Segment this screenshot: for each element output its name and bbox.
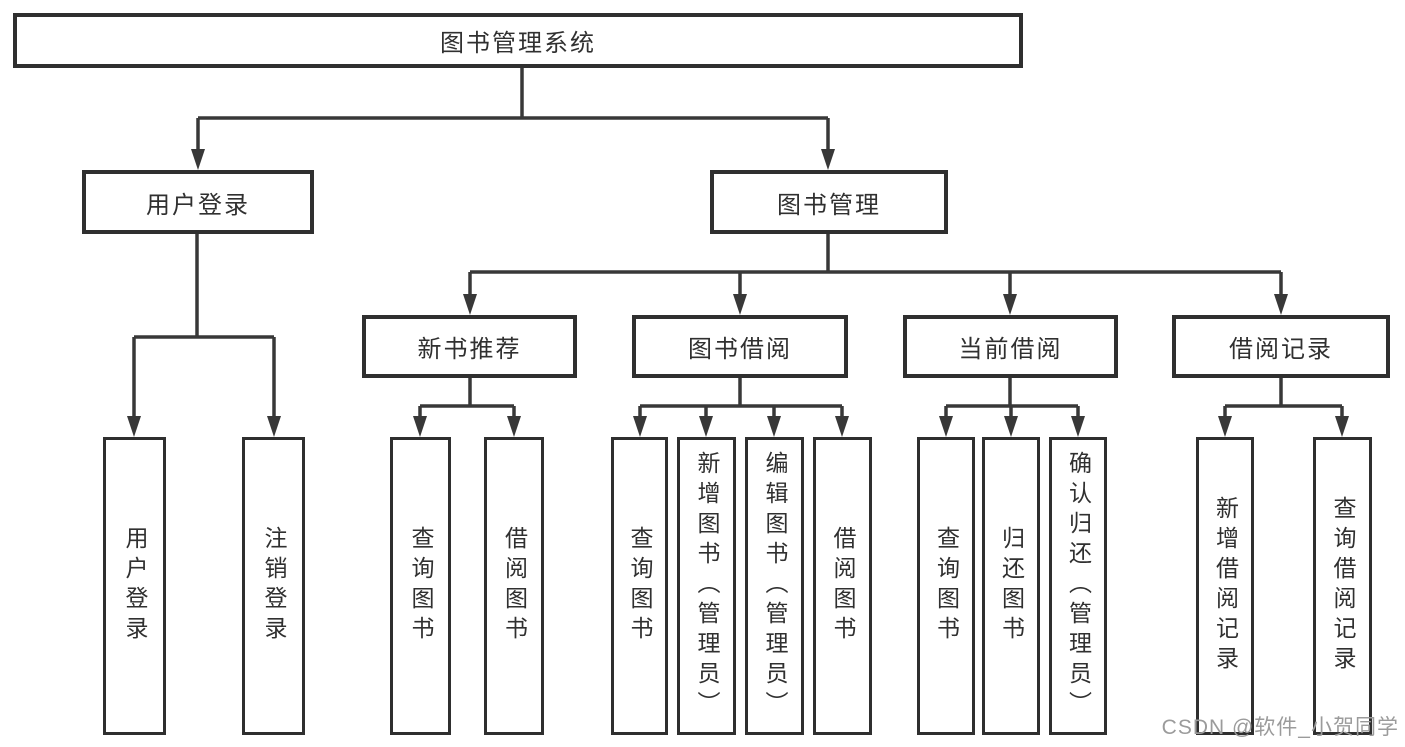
node-book-management: 图书管理: [710, 170, 948, 234]
node-library-system: 图书管理系统: [13, 13, 1023, 68]
node-new-book-recommend: 新书推荐: [362, 315, 577, 378]
csdn-watermark: CSDN @软件_小贺同学: [1161, 716, 1399, 739]
node-book-borrowing: 图书借阅: [632, 315, 848, 378]
node-borrow-books-recommend: 借阅图书: [484, 437, 544, 735]
node-logout-action: 注销登录: [242, 437, 305, 735]
node-query-books-current: 查询图书: [917, 437, 975, 735]
node-borrow-books-borrowing: 借阅图书: [813, 437, 872, 735]
node-current-borrowing: 当前借阅: [903, 315, 1118, 378]
connector-edges: [132, 68, 1344, 421]
arrowheads: [127, 149, 1349, 437]
node-confirm-return-admin: 确认归还（管理员）: [1049, 437, 1107, 735]
node-add-borrow-record: 新增借阅记录: [1196, 437, 1254, 735]
node-user-login: 用户登录: [82, 170, 314, 234]
node-user-login-action: 用户登录: [103, 437, 166, 735]
node-query-borrow-record: 查询借阅记录: [1313, 437, 1372, 735]
node-edit-book-admin: 编辑图书（管理员）: [745, 437, 804, 735]
node-borrowing-records: 借阅记录: [1172, 315, 1390, 378]
node-query-books-borrowing: 查询图书: [611, 437, 668, 735]
node-add-book-admin: 新增图书（管理员）: [677, 437, 736, 735]
node-query-books-recommend: 查询图书: [390, 437, 451, 735]
node-return-books: 归还图书: [982, 437, 1040, 735]
